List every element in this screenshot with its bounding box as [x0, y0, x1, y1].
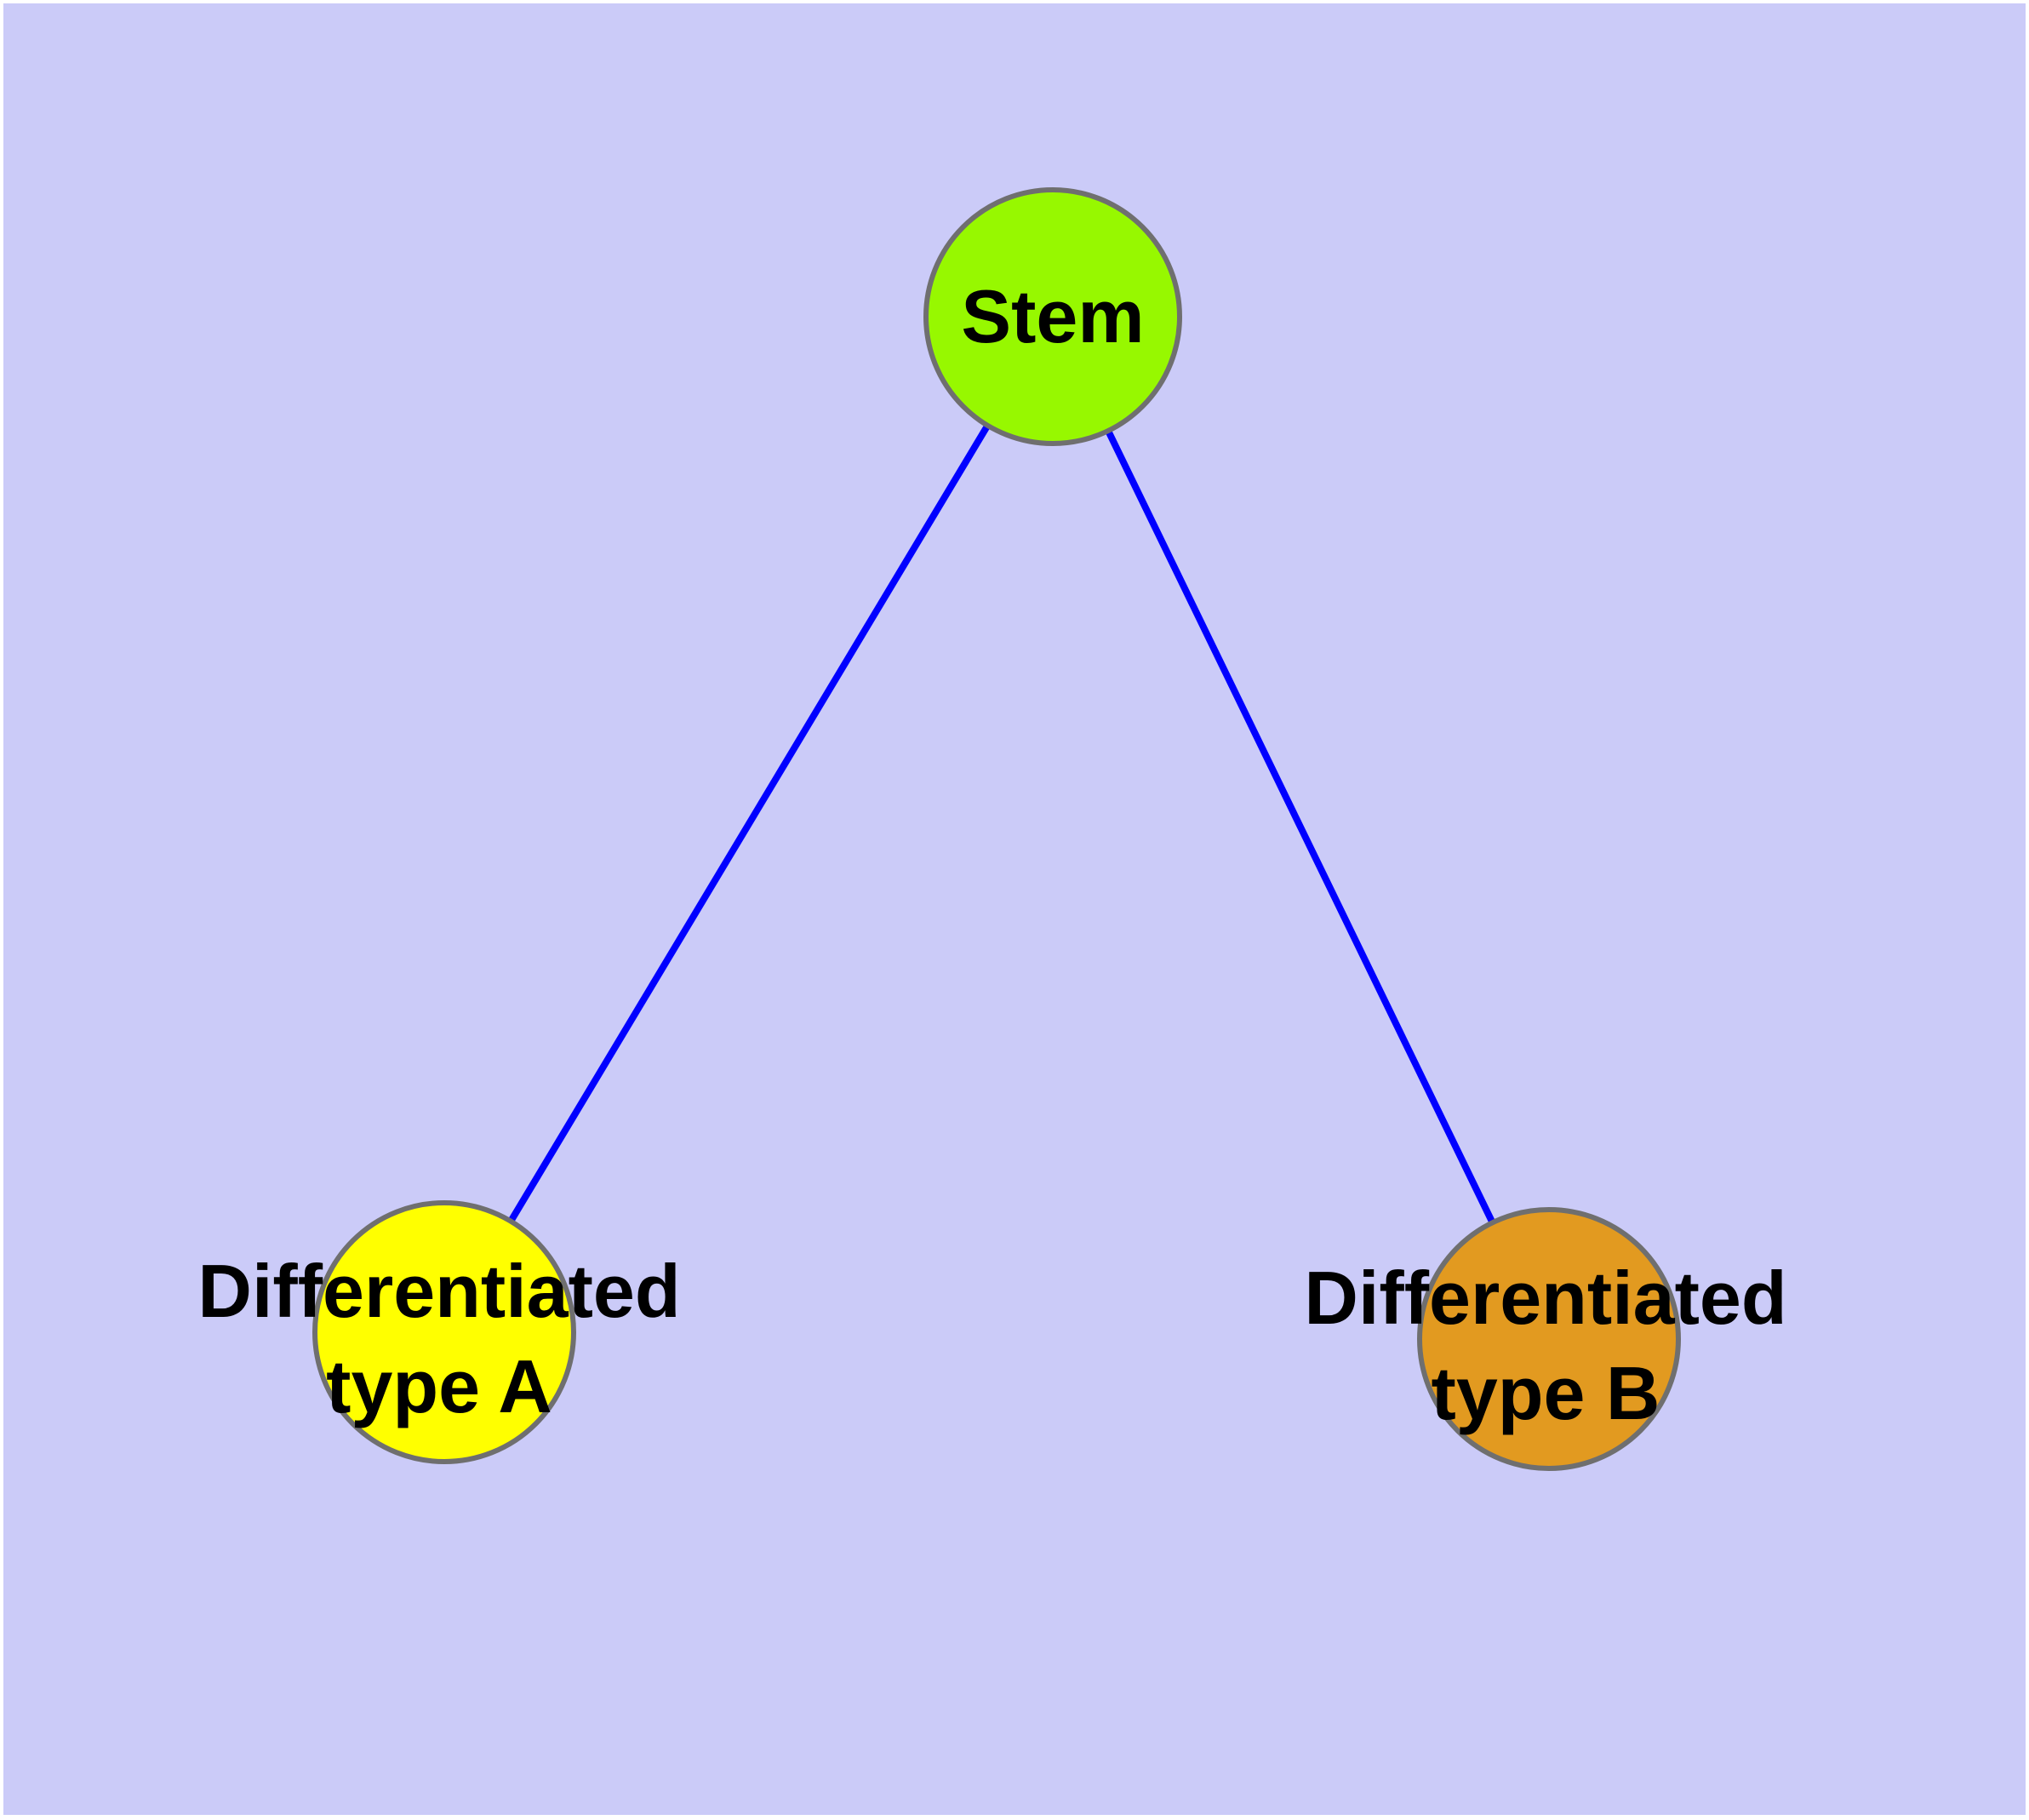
- edge-stem-to-type-b: [1049, 315, 1552, 1341]
- node-differentiated-type-a-circle: [312, 1200, 576, 1464]
- node-stem-circle: [923, 187, 1182, 446]
- node-differentiated-type-b-circle: [1417, 1207, 1681, 1471]
- diagram-canvas: Stem Differentiated type A Differentiate…: [3, 3, 2026, 1815]
- edge-stem-to-type-a: [441, 314, 1056, 1335]
